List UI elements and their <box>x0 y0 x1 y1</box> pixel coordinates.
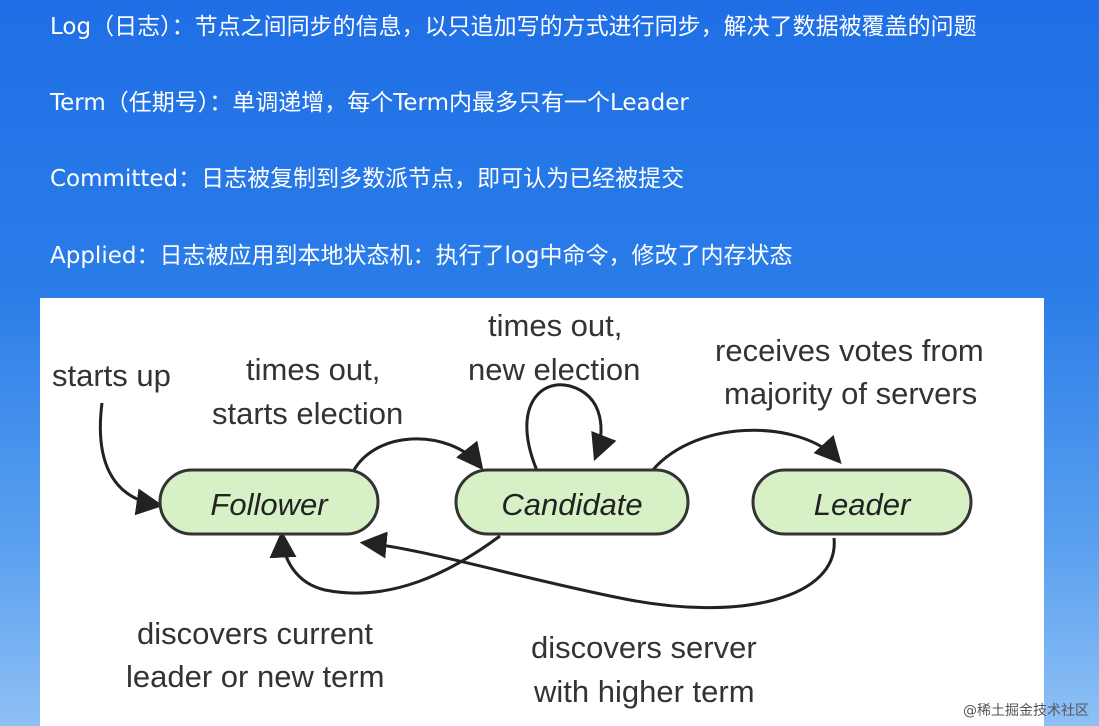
bullet-committed: Committed：日志被复制到多数派节点，即可认为已经被提交 <box>50 166 685 192</box>
node-leader: Leader <box>751 468 973 536</box>
label-with-higher-term: with higher term <box>533 674 755 709</box>
label-new-election: new election <box>468 352 640 387</box>
label-discovers-server: discovers server <box>531 630 757 665</box>
arrow-starts-up <box>98 402 164 516</box>
arrow-follower-to-candidate <box>348 437 484 479</box>
node-follower-label: Follower <box>210 487 329 522</box>
arrow-candidate-to-leader <box>646 428 842 477</box>
label-times-out-2: times out, <box>488 308 622 343</box>
label-times-out-1: times out, <box>246 352 380 387</box>
bullet-log: Log（日志）：节点之间同步的信息，以只追加写的方式进行同步，解决了数据被覆盖的… <box>50 14 977 40</box>
bullet-term: Term（任期号）：单调递增，每个Term内最多只有一个Leader <box>50 90 689 116</box>
raft-state-diagram: Follower Candidate Leader starts up time… <box>40 298 1044 726</box>
label-discovers-current: discovers current <box>137 616 373 651</box>
arrow-leader-to-follower <box>359 531 836 610</box>
state-diagram-svg: Follower Candidate Leader starts up time… <box>52 308 984 709</box>
bullet-applied: Applied：日志被应用到本地状态机：执行了log中命令，修改了内存状态 <box>50 243 793 269</box>
node-candidate-label: Candidate <box>501 487 642 522</box>
node-follower: Follower <box>158 468 380 536</box>
node-candidate: Candidate <box>454 468 690 536</box>
node-leader-label: Leader <box>814 487 912 522</box>
label-receives-votes: receives votes from <box>715 333 984 368</box>
label-starts-election: starts election <box>212 396 403 431</box>
label-majority: majority of servers <box>724 376 977 411</box>
watermark: @稀土掘金技术社区 <box>963 703 1089 719</box>
arrow-candidate-self-loop <box>525 383 617 474</box>
label-starts-up: starts up <box>52 358 171 393</box>
arrow-candidate-to-follower <box>269 530 501 595</box>
label-leader-or-new-term: leader or new term <box>126 659 384 694</box>
